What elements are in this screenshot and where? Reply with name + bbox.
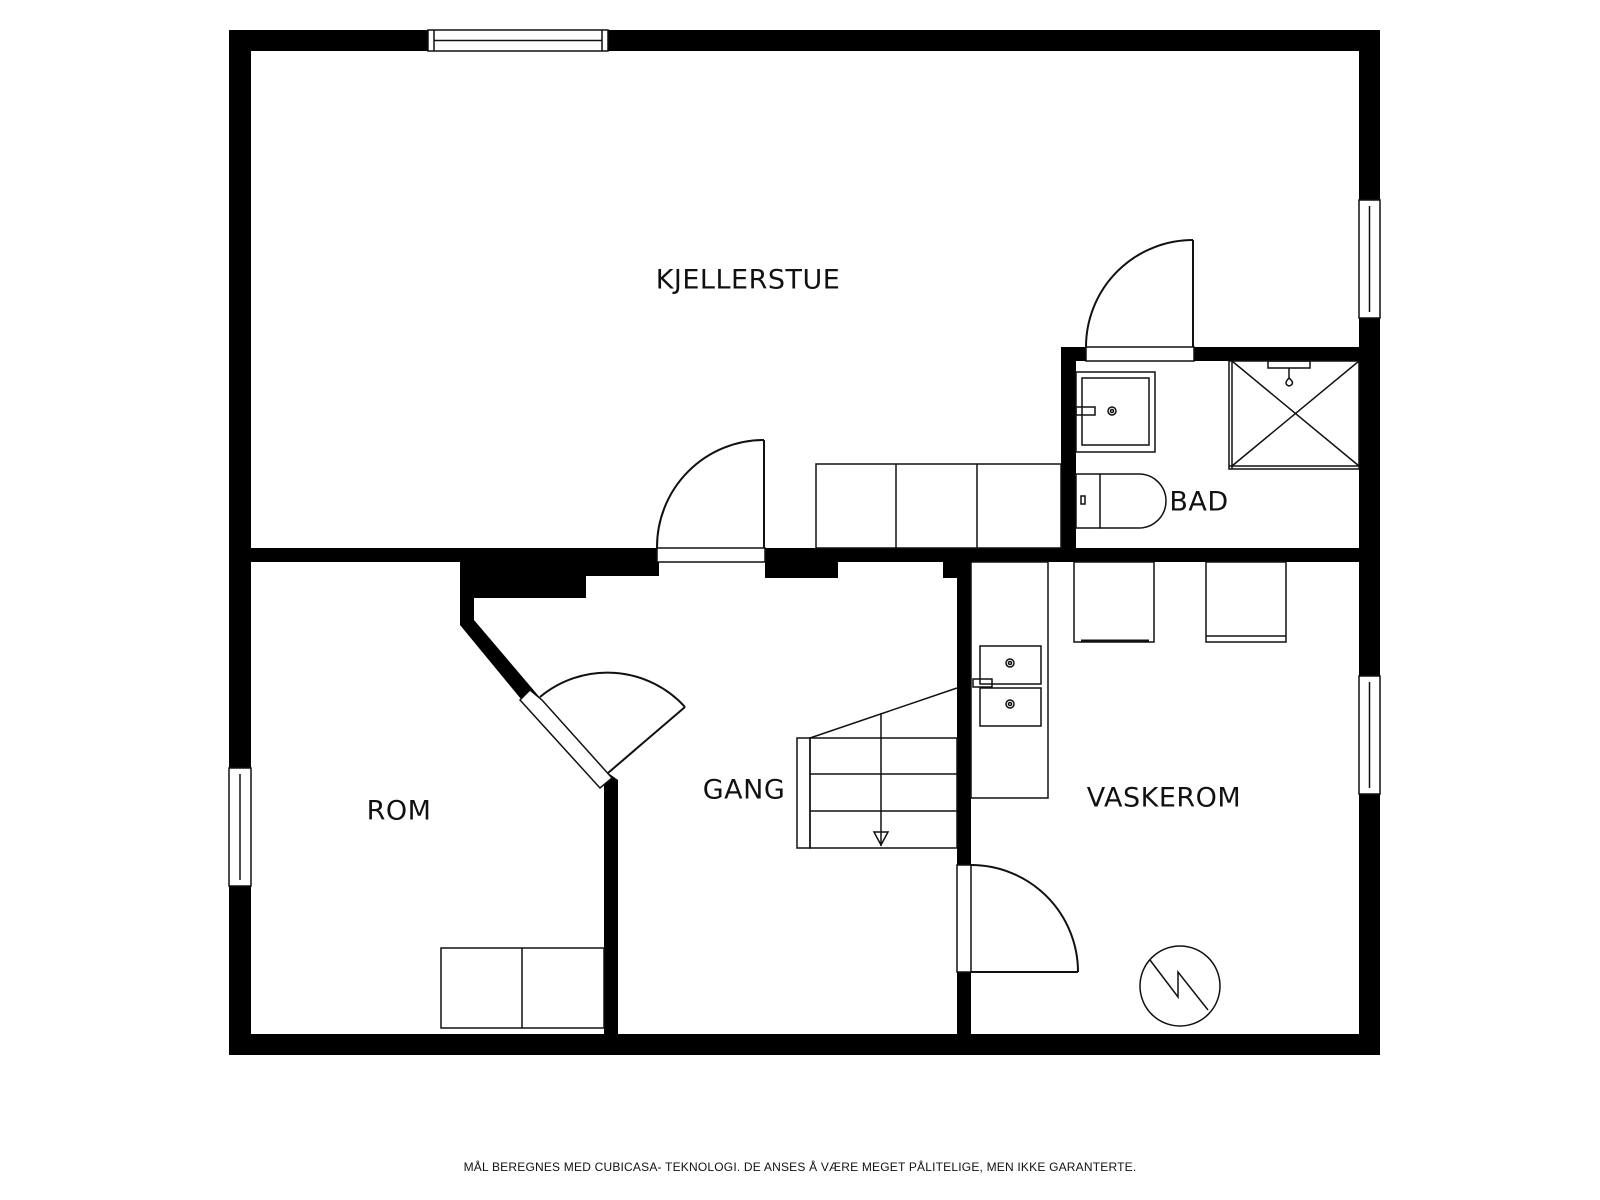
door-gang-vaskerom bbox=[956, 864, 1079, 973]
dryer bbox=[1205, 561, 1287, 643]
window-left bbox=[228, 767, 252, 887]
door-kjellerstue-bad bbox=[1085, 239, 1195, 362]
room-label-rom: ROM bbox=[366, 795, 432, 827]
toilet bbox=[1075, 473, 1167, 529]
electrical-panel-icon bbox=[1139, 945, 1221, 1027]
windows bbox=[228, 29, 1381, 887]
window-right-top bbox=[1358, 199, 1381, 319]
washer bbox=[1073, 561, 1155, 643]
cabinets-kjellerstue bbox=[815, 463, 1062, 549]
outer-walls bbox=[229, 30, 1380, 1055]
bathroom-sink bbox=[1075, 371, 1156, 453]
room-label-kjellerstue: KJELLERSTUE bbox=[655, 264, 841, 296]
window-right-bottom bbox=[1358, 675, 1381, 795]
fixtures bbox=[440, 360, 1360, 1029]
room-label-bad: BAD bbox=[1169, 486, 1229, 518]
door-gang-rom bbox=[518, 671, 686, 790]
stairs bbox=[796, 687, 958, 849]
cabinets-rom bbox=[440, 947, 605, 1029]
disclaimer-text: MÅL BEREGNES MED CUBICASA- TEKNOLOGI. DE… bbox=[463, 1160, 1137, 1174]
door-kjellerstue-gang bbox=[655, 439, 766, 563]
room-label-gang: GANG bbox=[702, 774, 786, 806]
doors bbox=[518, 239, 1195, 973]
laundry-counter bbox=[970, 561, 1049, 799]
window-top bbox=[427, 29, 609, 52]
room-label-vaskerom: VASKEROM bbox=[1086, 782, 1242, 814]
interior-walls bbox=[229, 347, 1380, 1055]
shower bbox=[1228, 360, 1360, 470]
